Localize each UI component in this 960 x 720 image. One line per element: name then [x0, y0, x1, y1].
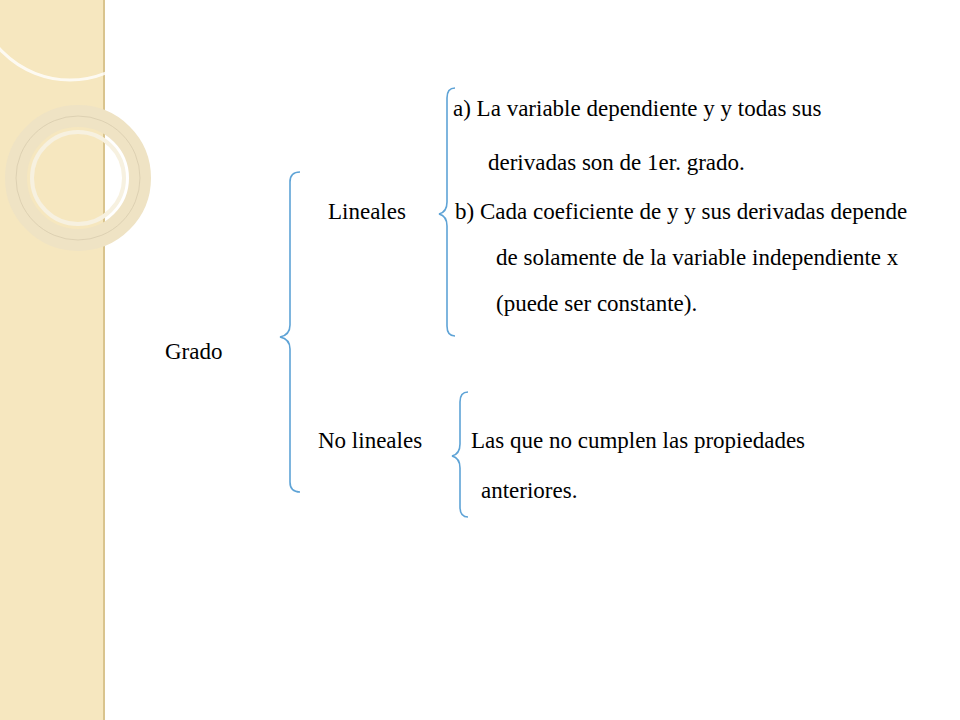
text-slot: No lineales — [318, 416, 422, 466]
brace — [439, 88, 455, 336]
text-slot: b) Cada coeficiente de y y sus derivadas… — [455, 189, 910, 327]
condition-text: a) La variable dependiente y y todas sus… — [453, 82, 863, 190]
deco-ring-inner — [32, 132, 124, 224]
deco-ring — [16, 116, 140, 240]
text-slot: Lineales — [328, 189, 406, 235]
deco-ring-edge — [16, 116, 140, 240]
root-label: Grado — [165, 329, 222, 375]
category-label: Lineales — [328, 189, 406, 235]
brace — [280, 172, 300, 492]
text-slot: Las que no cumplen las propiedades anter… — [471, 416, 871, 516]
side-band-edge — [103, 0, 105, 720]
text-slot: Grado — [165, 329, 222, 375]
category-label: No lineales — [318, 416, 422, 466]
deco-arc — [0, 0, 165, 80]
brace — [452, 392, 468, 517]
condition-text: Las que no cumplen las propiedades anter… — [471, 416, 871, 516]
text-slot: a) La variable dependiente y y todas sus… — [453, 82, 863, 190]
condition-text: b) Cada coeficiente de y y sus derivadas… — [455, 189, 910, 327]
